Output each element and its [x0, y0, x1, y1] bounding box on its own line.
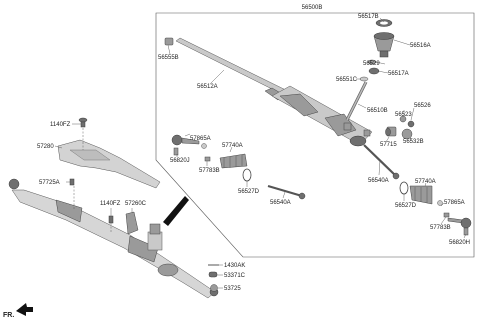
- label-56555B: 56555B: [158, 55, 179, 61]
- part-56526: [407, 120, 415, 128]
- pinion-shaft: [345, 81, 368, 121]
- part-53725: [210, 284, 218, 292]
- part-56516A: [373, 32, 395, 58]
- part-57783B-left: [204, 156, 211, 162]
- part-57865A-left: [201, 143, 207, 149]
- steering-gear-assembly: [8, 178, 219, 299]
- label-57865A-right: 57865A: [444, 200, 465, 206]
- part-56527D-left: [242, 168, 252, 182]
- label-56527D-left: 56527D: [238, 189, 260, 195]
- label-FR: FR.: [3, 312, 14, 319]
- part-56820J: [171, 134, 200, 156]
- part-56517B: [375, 19, 393, 27]
- part-56540A-right: [363, 144, 400, 180]
- part-56820H: [447, 217, 472, 236]
- part-56523: [399, 115, 407, 123]
- part-57865A-right: [437, 200, 443, 206]
- label-56512A: 56512A: [197, 84, 218, 90]
- label-53725: 53725: [224, 286, 241, 292]
- part-1140FZ-mid: [108, 215, 114, 224]
- callout-arrow: [163, 196, 189, 226]
- label-56551C: 56551C: [336, 77, 358, 83]
- label-57740A-left: 57740A: [222, 143, 243, 149]
- part-labels: 56517B 56516A 56555B 56529 56517A 56512A…: [37, 14, 470, 292]
- label-1140FZ-left: 1140FZ: [50, 122, 71, 128]
- label-57715: 57715: [380, 142, 397, 148]
- label-56820J: 56820J: [170, 158, 190, 164]
- label-57783B-right: 57783B: [430, 225, 451, 231]
- rack-housing: [271, 85, 373, 147]
- label-56517B: 56517B: [358, 14, 379, 20]
- part-56517A: [368, 67, 380, 75]
- part-56540A-left: [267, 184, 306, 200]
- part-1140FZ-left: [78, 117, 88, 128]
- label-56820H: 56820H: [449, 240, 470, 246]
- leader-lines: [54, 17, 467, 289]
- label-57783B-left: 57783B: [199, 168, 220, 174]
- part-57725A: [69, 178, 75, 186]
- part-57280-heat-shield: [57, 139, 161, 189]
- label-57725A: 57725A: [39, 180, 60, 186]
- part-56532B: [401, 128, 413, 140]
- part-56555B: [164, 37, 174, 46]
- part-57260C-bracket: [125, 211, 139, 235]
- part-57740A-right: [409, 185, 433, 205]
- assembly-frame: [155, 12, 475, 258]
- label-56510B: 56510B: [367, 108, 388, 114]
- label-56540A-left: 56540A: [270, 200, 291, 206]
- front-direction-arrow: [16, 303, 33, 316]
- part-57783B-right: [443, 212, 450, 218]
- label-53371C: 53371C: [224, 273, 246, 279]
- label-56540A-right: 56540A: [368, 178, 389, 184]
- label-56532B: 56532B: [403, 139, 424, 145]
- label-56527D-right: 56527D: [395, 203, 417, 209]
- part-53371C: [208, 271, 218, 278]
- part-56551C: [359, 76, 369, 82]
- label-57260C: 57260C: [125, 201, 147, 207]
- part-56527D-right: [399, 181, 409, 195]
- label-1430AK: 1430AK: [224, 263, 245, 269]
- label-57865A-left: 57865A: [190, 136, 211, 142]
- label-57280: 57280: [37, 144, 54, 150]
- label-56529: 56529: [363, 61, 380, 67]
- label-57740A-right: 57740A: [415, 179, 436, 185]
- label-1140FZ-mid: 1140FZ: [100, 201, 121, 207]
- part-57715: [385, 126, 397, 137]
- label-56526: 56526: [414, 103, 431, 109]
- part-57740A-left: [219, 153, 248, 169]
- label-56516A: 56516A: [410, 43, 431, 49]
- label-56523: 56523: [395, 112, 412, 118]
- label-56517A: 56517A: [388, 71, 409, 77]
- label-56500B: 56500B: [302, 5, 323, 11]
